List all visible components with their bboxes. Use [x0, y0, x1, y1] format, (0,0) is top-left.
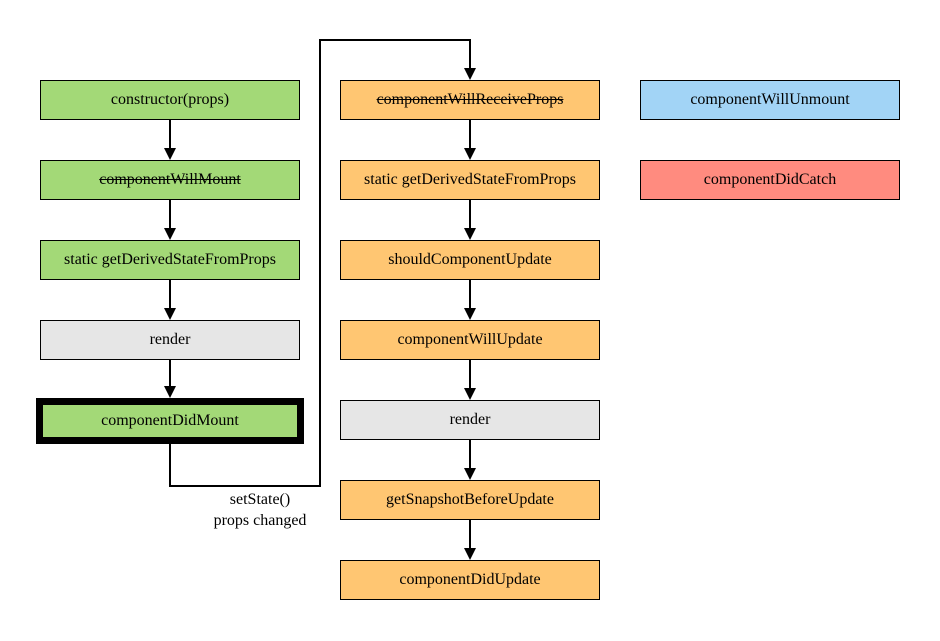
node-label: componentDidCatch	[703, 171, 837, 188]
node-get-derived-state-update: static getDerivedStateFromProps	[340, 160, 600, 200]
node-label: componentWillUpdate	[397, 331, 543, 348]
node-component-did-mount: componentDidMount	[36, 398, 304, 444]
node-component-will-update: componentWillUpdate	[340, 320, 600, 360]
node-label: componentWillUnmount	[690, 91, 850, 108]
node-should-component-update: shouldComponentUpdate	[340, 240, 600, 280]
node-render-mount: render	[40, 320, 300, 360]
node-label: componentWillMount	[99, 171, 241, 188]
node-label: static getDerivedStateFromProps	[64, 251, 276, 268]
node-component-will-receive-props: componentWillReceiveProps	[340, 80, 600, 120]
node-label: static getDerivedStateFromProps	[364, 171, 576, 188]
node-label: componentWillReceiveProps	[376, 91, 564, 108]
transition-caption: setState() props changed	[190, 489, 330, 531]
transition-line-props: props changed	[213, 512, 307, 529]
node-render-update: render	[340, 400, 600, 440]
node-component-did-catch: componentDidCatch	[640, 160, 900, 200]
node-label: render	[449, 411, 491, 428]
node-component-did-update: componentDidUpdate	[340, 560, 600, 600]
node-label: componentDidMount	[101, 412, 239, 429]
node-constructor: constructor(props)	[40, 80, 300, 120]
node-label: componentDidUpdate	[399, 571, 541, 588]
node-component-will-mount: componentWillMount	[40, 160, 300, 200]
node-label: render	[149, 331, 191, 348]
node-label: shouldComponentUpdate	[388, 251, 552, 268]
node-label: constructor(props)	[110, 91, 230, 108]
transition-line-setstate: setState()	[229, 491, 291, 508]
node-component-will-unmount: componentWillUnmount	[640, 80, 900, 120]
node-label: getSnapshotBeforeUpdate	[386, 491, 554, 508]
node-get-derived-state-mount: static getDerivedStateFromProps	[40, 240, 300, 280]
node-get-snapshot-before-update: getSnapshotBeforeUpdate	[340, 480, 600, 520]
